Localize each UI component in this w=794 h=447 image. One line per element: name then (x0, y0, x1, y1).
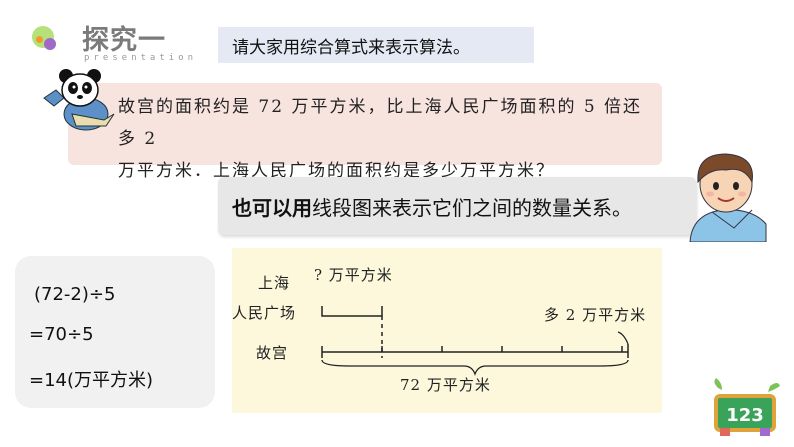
total-area-label: 72 万平方米 (400, 376, 491, 394)
panda-icon (43, 69, 115, 131)
line-segment-diagram: 上海 人民广场 故宫 ? 万平方米 多 2 万平方米 72 万平方米 (232, 248, 662, 413)
extra-area-label: 多 2 万平方米 (544, 306, 647, 324)
hint-bold-text: 也可以用 (232, 195, 312, 220)
shanghai-label-line2: 人民广场 (232, 304, 297, 322)
problem-text: 故宫的面积约是 72 万平方米，比上海人民广场面积的 5 倍还多 2 万平方米．… (118, 91, 658, 187)
badge-text: 123 (726, 405, 764, 426)
orange-dot-icon (36, 36, 43, 43)
total-brace (321, 359, 629, 376)
boy-character-icon (689, 153, 767, 242)
section-subtitle: presentation (84, 53, 198, 63)
purple-dot-icon (44, 38, 56, 50)
calc-line-1: (72-2)÷5 (34, 284, 116, 305)
instruction-box: 请大家用综合算式来表示算法。 (218, 27, 534, 63)
gugong-label: 故宫 (256, 344, 289, 362)
extra-brace (617, 331, 629, 345)
shanghai-segment (321, 306, 383, 317)
shanghai-label-line1: 上海 (258, 274, 291, 292)
instruction-text: 请大家用综合算式来表示算法。 (232, 37, 470, 58)
problem-line-2: 万平方米．上海人民广场的面积约是多少万平方米？ (118, 161, 555, 181)
header-decoration (32, 26, 72, 56)
diagram-lines (321, 306, 629, 376)
calculation-box: (72-2)÷5 =70÷5 =14(万平方米) (15, 256, 215, 408)
hint-box: 也可以用 线段图来表示它们之间的数量关系。 (218, 177, 696, 235)
problem-box (68, 83, 662, 165)
hint-text: 线段图来表示它们之间的数量关系。 (312, 195, 632, 220)
unknown-area-label: ? 万平方米 (314, 266, 393, 284)
problem-line-1: 故宫的面积约是 72 万平方米，比上海人民广场面积的 5 倍还多 2 (118, 97, 643, 149)
calc-line-3: =14(万平方米) (29, 370, 154, 391)
calc-line-2: =70÷5 (29, 324, 94, 345)
number-board-icon: 123 (708, 378, 784, 440)
section-title: 探究一 (82, 25, 166, 56)
